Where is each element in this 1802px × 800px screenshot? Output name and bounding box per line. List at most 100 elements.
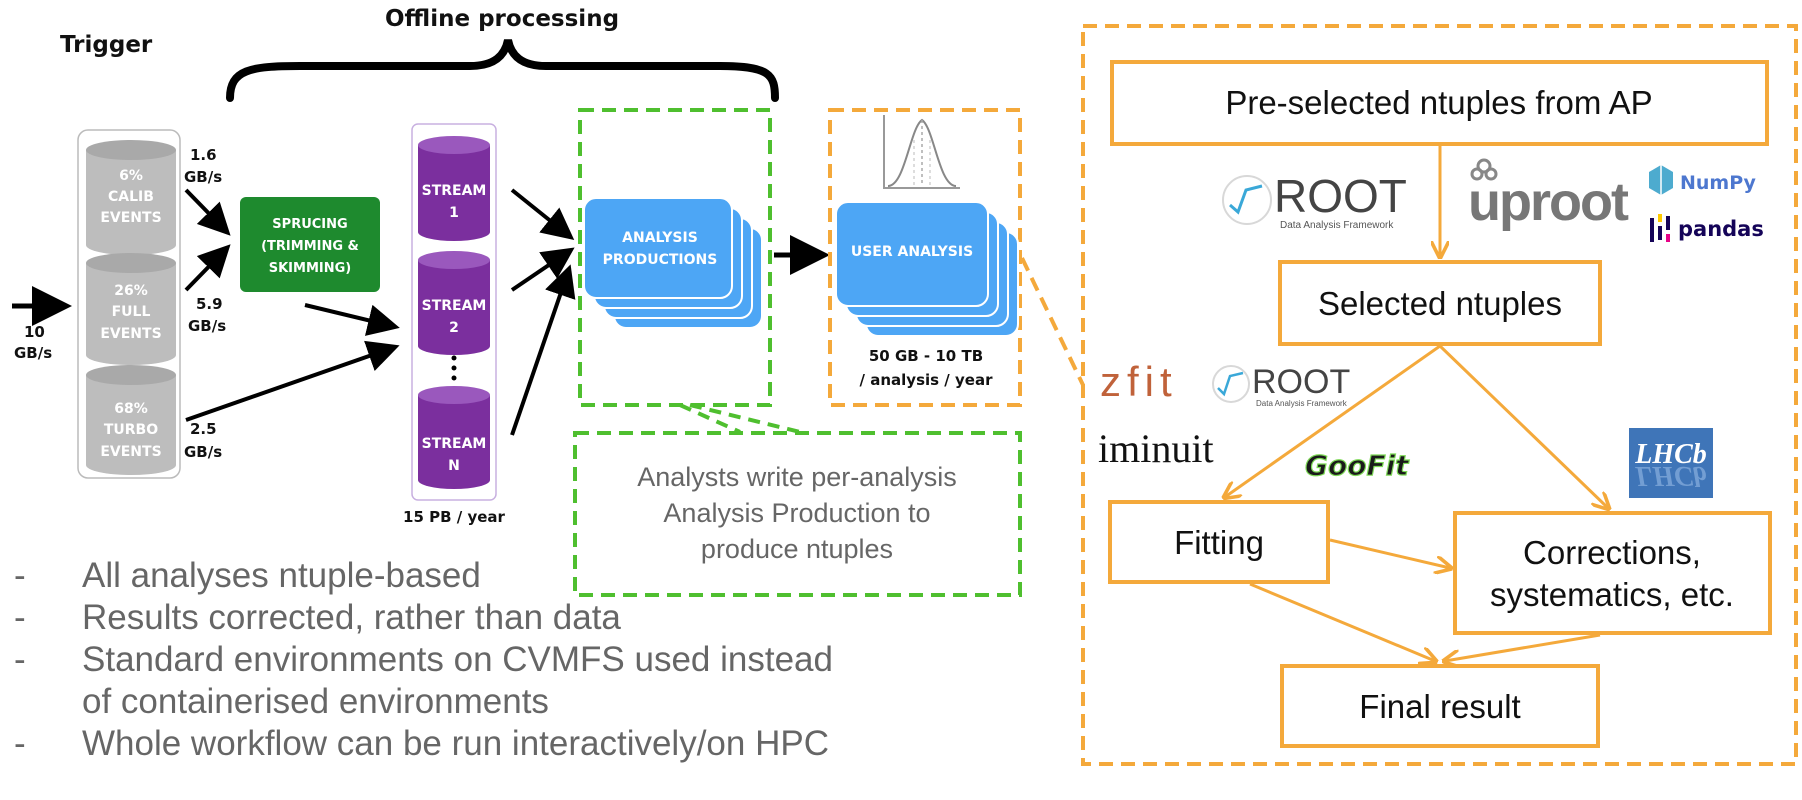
analysts-note-box	[573, 431, 1022, 597]
svg-text:26%: 26%	[114, 283, 148, 299]
zoom-connector	[1020, 257, 1085, 386]
distribution-plot-icon	[883, 115, 960, 189]
selected-box	[1278, 260, 1602, 346]
calib-to-sprucing-arrow	[184, 188, 231, 236]
input-rate-unit: GB/s	[14, 344, 52, 362]
bullet-item-continued: of containerised environments	[82, 682, 549, 721]
svg-text:NumPy: NumPy	[1680, 172, 1757, 194]
trigger-label: Trigger	[60, 32, 153, 58]
root-logo-small: ROOT Data Analysis Framework	[1212, 363, 1350, 408]
final-box	[1280, 664, 1600, 748]
svg-text:ROOT: ROOT	[1274, 170, 1407, 222]
svg-text:(TRIMMING &: (TRIMMING &	[261, 239, 359, 254]
svg-text:EVENTS: EVENTS	[100, 210, 161, 226]
user-analysis-size-2: / analysis / year	[860, 371, 994, 389]
svg-text:CALIB: CALIB	[108, 189, 154, 205]
svg-text:Data Analysis Framework: Data Analysis Framework	[1280, 220, 1394, 231]
svg-text:6%: 6%	[119, 168, 143, 184]
svg-text:FULL: FULL	[112, 304, 151, 320]
root-logo: ROOT Data Analysis Framework	[1222, 170, 1407, 231]
svg-text:SKIMMING): SKIMMING)	[269, 261, 351, 276]
svg-text:LHCb: LHCb	[1634, 439, 1707, 470]
uproot-logo: uproot	[1468, 158, 1631, 232]
corrections-to-final-arrow	[1445, 633, 1601, 661]
svg-text:LHCb: LHCb	[1634, 460, 1707, 491]
analysis-productions-stack: ANALYSIS PRODUCTIONS	[583, 197, 763, 329]
preselected-label: Pre-selected ntuples from AP	[1225, 84, 1652, 121]
svg-text:STREAM: STREAM	[422, 183, 487, 199]
stream1-to-ap-arrow	[510, 188, 575, 241]
svg-text:2: 2	[449, 320, 459, 336]
user-analysis-frame	[828, 108, 1022, 407]
svg-text:EVENTS: EVENTS	[100, 444, 161, 460]
workflow-frame	[1081, 24, 1798, 766]
svg-text:USER ANALYSIS: USER ANALYSIS	[851, 244, 973, 260]
corrections-box	[1453, 511, 1772, 635]
storage-rate: 15 PB / year	[403, 508, 506, 526]
calib-rate-unit: GB/s	[184, 168, 222, 186]
full-rate-value: 5.9	[196, 295, 223, 313]
pandas-logo: pandas	[1650, 214, 1764, 242]
lhcb-logo: LHCb LHCb	[1629, 428, 1713, 498]
svg-text:ROOT: ROOT	[1252, 363, 1350, 401]
fitting-label: Fitting	[1174, 524, 1264, 561]
sprucing-to-streams-arrow	[304, 303, 400, 336]
bullet-item: - Standard environments on CVMFS used in…	[14, 640, 833, 679]
bullet-list: - All analyses ntuple-based - Results co…	[14, 555, 833, 765]
analysts-note-line-2: Analysis Production to	[663, 498, 930, 528]
corrections-label-2: systematics, etc.	[1490, 576, 1734, 613]
user-analysis-size-1: 50 GB - 10 TB	[869, 347, 983, 365]
svg-text:pandas: pandas	[1678, 217, 1764, 241]
svg-text:STREAM: STREAM	[422, 298, 487, 314]
bullet-item: - Whole workflow can be run interactivel…	[14, 724, 829, 763]
svg-text:uproot: uproot	[1468, 172, 1629, 232]
trigger-output-group	[77, 129, 181, 479]
final-label: Final result	[1359, 688, 1520, 725]
svg-text:iminuit: iminuit	[1098, 426, 1214, 471]
full-to-sprucing-arrow	[184, 244, 231, 292]
svg-text:zfit: zfit	[1100, 358, 1178, 405]
user-analysis-stack: USER ANALYSIS	[835, 201, 1019, 337]
selected-to-fitting-arrow	[1225, 344, 1441, 497]
full-events-cylinder: 26% FULL EVENTS	[86, 253, 176, 365]
goofit-logo: GooFit	[1304, 448, 1410, 482]
fitting-to-corrections-arrow	[1329, 538, 1450, 568]
numpy-logo: NumPy	[1649, 165, 1757, 195]
svg-text:PRODUCTIONS: PRODUCTIONS	[603, 252, 718, 268]
streams-group	[411, 123, 497, 501]
analysts-note-line-1: Analysts write per-analysis	[637, 462, 957, 492]
turbo-rate-unit: GB/s	[184, 443, 222, 461]
stream2-to-ap-arrow	[510, 247, 575, 292]
offline-brace	[226, 38, 779, 102]
svg-text:ANALYSIS: ANALYSIS	[622, 230, 698, 246]
turbo-events-cylinder: 68% TURBO EVENTS	[86, 365, 176, 475]
iminuit-logo: iminuit	[1098, 426, 1214, 471]
note-connector-left	[679, 403, 741, 434]
svg-text:Data Analysis Framework: Data Analysis Framework	[1256, 399, 1348, 408]
stream-1-cylinder: STREAM 1	[418, 136, 490, 241]
preselected-box	[1110, 60, 1769, 146]
analysis-productions-frame	[578, 108, 772, 407]
zfit-logo: zfit	[1100, 358, 1178, 405]
selected-label: Selected ntuples	[1318, 285, 1562, 322]
input-rate-value: 10	[24, 323, 45, 341]
stream-n-cylinder: STREAM N	[418, 386, 490, 489]
svg-text:STREAM: STREAM	[422, 436, 487, 452]
sprucing-box: SPRUCING (TRIMMING & SKIMMING)	[240, 197, 380, 292]
full-rate-unit: GB/s	[188, 317, 226, 335]
svg-text:N: N	[448, 458, 460, 474]
stream-2-cylinder: STREAM 2	[418, 251, 490, 355]
selected-to-corrections-arrow	[1438, 344, 1608, 508]
calib-events-cylinder: 6% CALIB EVENTS	[86, 140, 176, 255]
stream-ellipsis	[451, 355, 457, 381]
bullet-item: - Results corrected, rather than data	[14, 598, 621, 637]
svg-text:GooFit: GooFit	[1305, 449, 1410, 482]
turbo-rate-value: 2.5	[190, 420, 217, 438]
svg-text:68%: 68%	[114, 401, 148, 417]
svg-text:SPRUCING: SPRUCING	[272, 217, 347, 232]
turbo-to-streams-arrow	[185, 340, 400, 422]
corrections-label-1: Corrections,	[1523, 534, 1701, 571]
svg-text:TURBO: TURBO	[104, 422, 158, 438]
bullet-item: - All analyses ntuple-based	[14, 556, 481, 595]
